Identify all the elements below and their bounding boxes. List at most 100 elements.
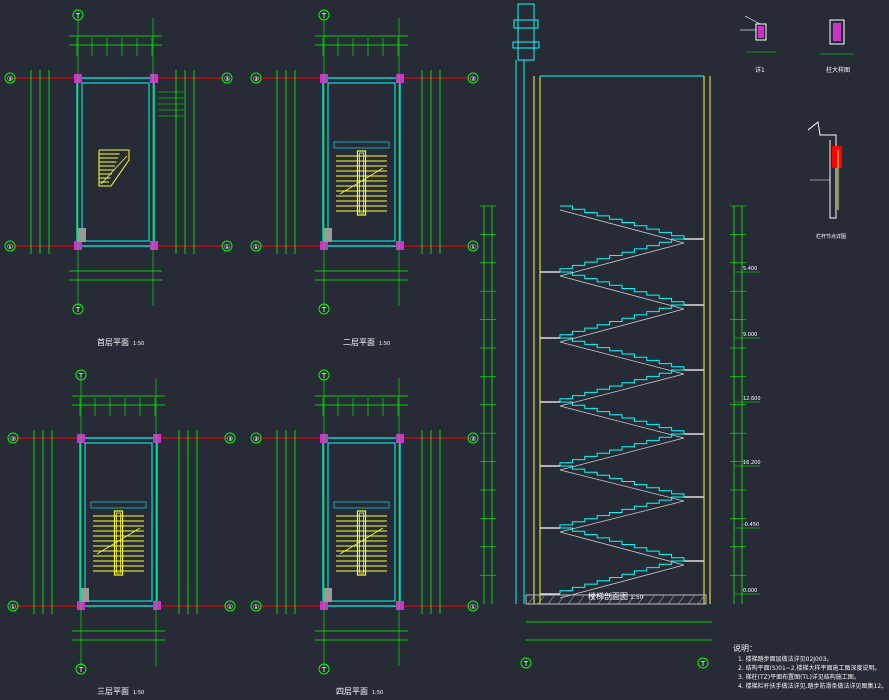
section-hatch-8: [607, 595, 615, 605]
section-hatch-17: [697, 595, 705, 605]
first-floor-plan-title: 首层平面: [97, 337, 129, 347]
detail-1-leader2: [744, 15, 761, 25]
section-tower-cap: [513, 19, 539, 29]
plan-third-bubble-right-bottom: [224, 600, 236, 612]
plan-first-bubble-left-top: [4, 72, 16, 84]
detail-2-fill: [833, 23, 841, 41]
plan-fourth-bubble-bottom-label: T: [321, 666, 327, 674]
second-floor-plan-title: 二层平面: [343, 338, 375, 347]
plan-fourth-bubble-top: [318, 369, 330, 381]
section-flight-down-0: [560, 527, 685, 561]
plan-first-bubble-left-bottom: [4, 240, 16, 252]
section-hatch-9: [617, 595, 625, 605]
section-slab-down-0: [559, 531, 685, 566]
plan-fourth-bubble-left-bottom: [250, 600, 262, 612]
section-flight-down-1: [560, 465, 685, 497]
stair-section-scale: 1:50: [630, 594, 644, 601]
section-flight-down-5: [560, 205, 685, 239]
plan-second-bubble-right-bottom-label: ①: [470, 243, 476, 251]
section-elev-label-0: 0.000: [743, 588, 757, 594]
section-flight-up-5: [559, 238, 684, 272]
section-flight-up-4: [559, 304, 684, 338]
plan-second-bubble-left-top: [250, 72, 262, 84]
section-elev-label-5: 5.400: [743, 266, 757, 272]
plan-second-bubble-right-top: [467, 72, 479, 84]
plan-third-handrail-inner: [116, 512, 121, 574]
detail-3-rail: [832, 146, 842, 168]
section-hatch-0: [527, 595, 535, 605]
plan-second-bubble-top-label: T: [321, 12, 327, 20]
section-flight-down-2: [560, 401, 685, 434]
plan-fourth-bubble-right-bottom-label: ①: [470, 603, 476, 611]
third-floor-plan-scale: 1:50: [133, 690, 144, 696]
plan-third-bubble-left-bottom-label: ①: [10, 603, 16, 611]
plan-first-pad: [78, 228, 86, 242]
plan-first-stair-arrow: [100, 155, 128, 185]
section-flight-up-3: [559, 369, 684, 402]
plan-second-handrail-inner: [359, 152, 364, 214]
plan-second-bubble-left-bottom: [250, 240, 262, 252]
plan-first-column-3: [150, 241, 158, 250]
plan-first-bubble-right-top-label: ③: [224, 75, 230, 83]
plan-second-bubble-left-bottom-label: ①: [253, 243, 259, 251]
plan-second-pad: [324, 228, 332, 242]
plan-fourth-column-3: [396, 601, 404, 610]
plan-second-wall-inner: [327, 82, 396, 242]
section-slab-down-4: [559, 275, 685, 310]
notes-line-1: 1. 楼梯踏步面层做法详见02J003。: [738, 655, 833, 663]
section-hatch-11: [637, 595, 645, 605]
section-ground: [525, 594, 707, 605]
section-hatch-4: [567, 595, 575, 605]
plan-fourth-pad: [324, 588, 332, 602]
plan-second-bubble-left-top-label: ③: [253, 75, 259, 83]
plan-second-bubble-right-top-label: ③: [470, 75, 476, 83]
section-hatch-2: [547, 595, 555, 605]
notes-line-3: 3. 梯柱(TZ)平面布置图(TL)详见结构施工图。: [738, 673, 860, 681]
stair-section-title: 楼梯剖面图: [588, 591, 628, 601]
notes-heading: 说明：: [733, 643, 757, 653]
section-elev-label-4: 9.000: [743, 332, 757, 338]
section-flight-up-2: [559, 433, 684, 466]
section-bubble-right: [697, 657, 709, 669]
section-hatch-14: [667, 595, 675, 605]
plan-third-landing: [90, 501, 147, 509]
plan-first-column-1: [150, 74, 158, 83]
section-flight-down-3: [560, 337, 685, 370]
plan-second-bubble-top: [318, 9, 330, 21]
first-floor-plan-scale: 1:50: [133, 341, 144, 347]
detail-1-fill: [758, 26, 764, 38]
section-elev-label-3: 12.600: [743, 396, 761, 402]
plan-fourth-bubble-left-top-label: ③: [253, 435, 259, 443]
plan-fourth-bubble-left-top: [250, 432, 262, 444]
section-slab-up-1: [559, 500, 685, 533]
plan-third-bubble-right-top: [224, 432, 236, 444]
section-hatch-10: [627, 595, 635, 605]
section-hatch-16: [687, 595, 695, 605]
fourth-floor-plan-title: 四层平面: [336, 687, 368, 696]
plan-fourth-handrail-inner: [359, 512, 364, 574]
plan-third-bubble-top: [75, 369, 87, 381]
detail-1-title: 详1: [755, 66, 765, 74]
plan-third-bubble-left-top: [7, 432, 19, 444]
plan-first-wall-inner: [81, 82, 150, 242]
plan-third-stair-arrow: [96, 527, 141, 555]
plan-first-bubble-top: [72, 9, 84, 21]
plan-third-pad: [81, 588, 89, 602]
section-slab-up-5: [559, 242, 685, 277]
detail-3-outline: [807, 121, 837, 219]
plan-third-bubble-right-top-label: ③: [227, 435, 233, 443]
section-tower-band: [512, 41, 540, 49]
plan-first-bubble-bottom: [72, 303, 84, 315]
plan-fourth-wall-inner: [327, 442, 396, 602]
plan-second-bubble-right-bottom: [467, 240, 479, 252]
plan-third-bubble-right-bottom-label: ①: [227, 603, 233, 611]
plan-second-bubble-bottom: [318, 303, 330, 315]
section-hatch-6: [587, 595, 595, 605]
detail-2-title: 柱大样图: [826, 66, 850, 74]
section-slab-down-3: [559, 341, 685, 375]
plan-fourth-bubble-top-label: T: [321, 372, 327, 380]
detail-3-title: 栏杆节点详图: [816, 233, 846, 240]
section-bubble-left: [520, 657, 532, 669]
section-hatch-12: [647, 595, 655, 605]
